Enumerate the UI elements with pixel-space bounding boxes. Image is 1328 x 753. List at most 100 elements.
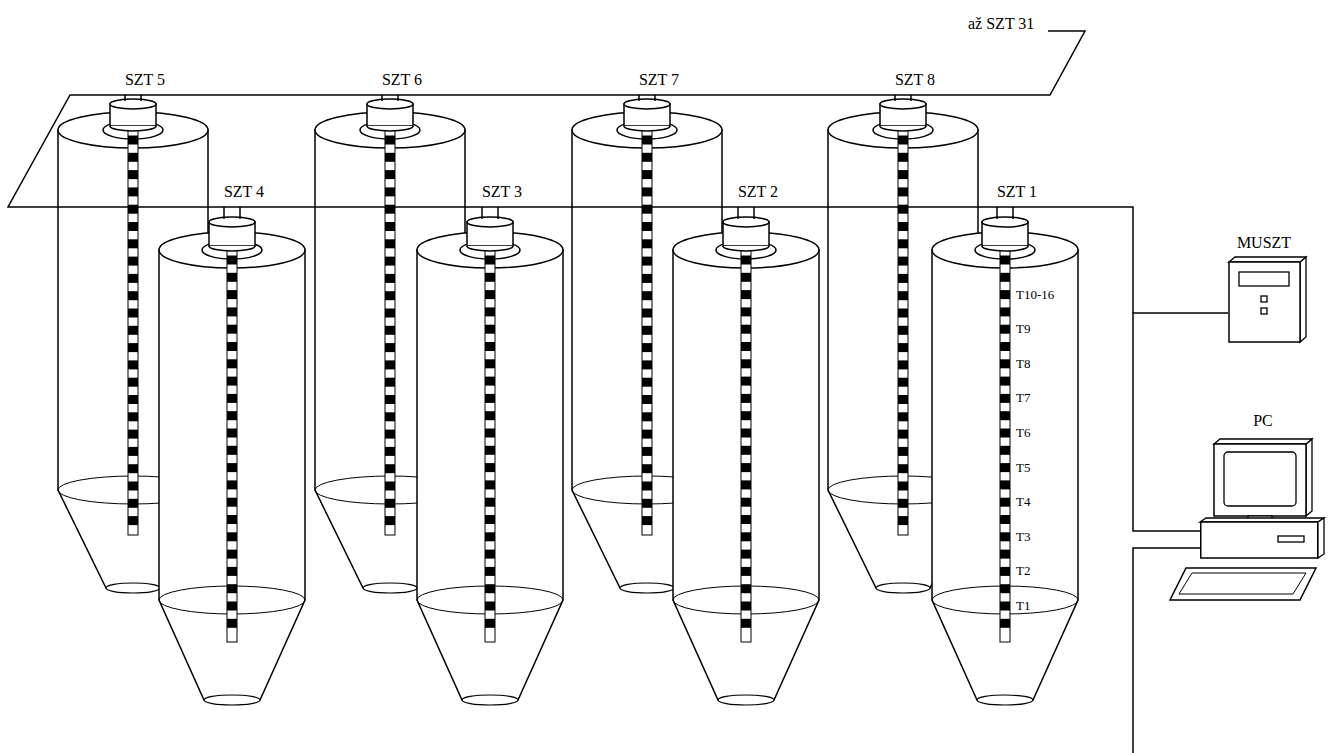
sensor-element [1000, 290, 1010, 299]
sensor-head-top [624, 99, 670, 109]
silo-label: SZT 4 [224, 183, 264, 201]
sensor-element [485, 256, 495, 265]
sensor-rod [385, 130, 395, 535]
sensor-element [741, 359, 751, 368]
sensor-rod [1000, 250, 1010, 642]
sensor-head-base [467, 246, 513, 251]
sensor-element [898, 499, 908, 508]
sensor-element [385, 257, 395, 266]
silo-outlet [876, 583, 930, 593]
sensor-element [227, 411, 237, 420]
sensor-element [227, 567, 237, 576]
sensor-element [1000, 602, 1010, 611]
sensor-element [642, 326, 652, 335]
sensor-element [642, 309, 652, 318]
sensor-element [741, 532, 751, 541]
sensor-element [385, 274, 395, 283]
sensor-label: T10-16 [1016, 287, 1054, 302]
sensor-label: T8 [1016, 356, 1030, 371]
sensor-rod [485, 250, 495, 642]
sensor-element [385, 482, 395, 491]
silo-body [417, 250, 563, 700]
sensor-element [1000, 411, 1010, 420]
sensor-element [128, 516, 138, 525]
sensor-element [485, 532, 495, 541]
sensor-element [385, 516, 395, 525]
sensor-element [741, 377, 751, 386]
sensor-lead [481, 207, 483, 219]
sensor-element [485, 290, 495, 299]
sensor-element [1000, 325, 1010, 334]
sensor-element [385, 187, 395, 196]
sensor-element [227, 273, 237, 282]
silo [417, 207, 563, 705]
sensor-element [898, 360, 908, 369]
sensor-element [1000, 515, 1010, 524]
sensor-element [1000, 446, 1010, 455]
sensor-element [642, 153, 652, 162]
sensor-element [485, 550, 495, 559]
sensor-lead [140, 95, 142, 101]
sensor-element [485, 446, 495, 455]
silo-label: SZT 1 [997, 183, 1037, 201]
sensor-element [741, 290, 751, 299]
sensor-element [898, 343, 908, 352]
sensor-lead [223, 207, 225, 219]
sensor-element [1000, 307, 1010, 316]
sensor-head-top [209, 217, 255, 227]
sensor-element [642, 205, 652, 214]
silo-outlet [620, 583, 674, 593]
sensor-element [128, 153, 138, 162]
sensor-element [128, 499, 138, 508]
sensor-element [385, 153, 395, 162]
sensor-element [1000, 273, 1010, 282]
sensor-element [741, 584, 751, 593]
sensor-lead [397, 95, 399, 101]
sensor-lead [638, 95, 640, 101]
unit-button [1261, 308, 1267, 314]
sensor-element [128, 395, 138, 404]
sensor-element [741, 550, 751, 559]
sensor-rod [741, 250, 751, 642]
sensor-element [227, 498, 237, 507]
sensor-element [227, 342, 237, 351]
unit-side [1300, 257, 1306, 342]
sensor-element [1000, 550, 1010, 559]
sensor-element [741, 602, 751, 611]
sensor-element [741, 463, 751, 472]
keyboard-keys [1179, 573, 1306, 594]
sensor-element [227, 619, 237, 628]
sensor-element [741, 256, 751, 265]
sensor-rod [898, 130, 908, 535]
sensor-element [128, 239, 138, 248]
sensor-head-base [624, 126, 670, 131]
sensor-element [1000, 567, 1010, 576]
sensor-element [642, 499, 652, 508]
sensor-element [128, 309, 138, 318]
sensor-label: T1 [1016, 599, 1030, 614]
sensor-element [741, 342, 751, 351]
sensor-element [485, 307, 495, 316]
sensor-element [385, 343, 395, 352]
sensor-lead [1012, 207, 1014, 219]
sensor-element [385, 447, 395, 456]
sensor-element [485, 498, 495, 507]
sensor-element [1000, 463, 1010, 472]
sensor-element [898, 153, 908, 162]
sensor-element [227, 463, 237, 472]
sensor-element [642, 222, 652, 231]
sensor-head-base [110, 126, 156, 131]
sensor-element [741, 411, 751, 420]
sensor-element [227, 290, 237, 299]
sensor-element [227, 584, 237, 593]
sensor-element [1000, 359, 1010, 368]
computer: PC [1200, 412, 1328, 600]
sensor-element [898, 482, 908, 491]
device-label: MUSZT [1228, 234, 1300, 252]
sensor-element [385, 222, 395, 231]
sensor-rod [128, 130, 138, 535]
silo [673, 207, 819, 705]
sensor-head-top [982, 217, 1028, 227]
